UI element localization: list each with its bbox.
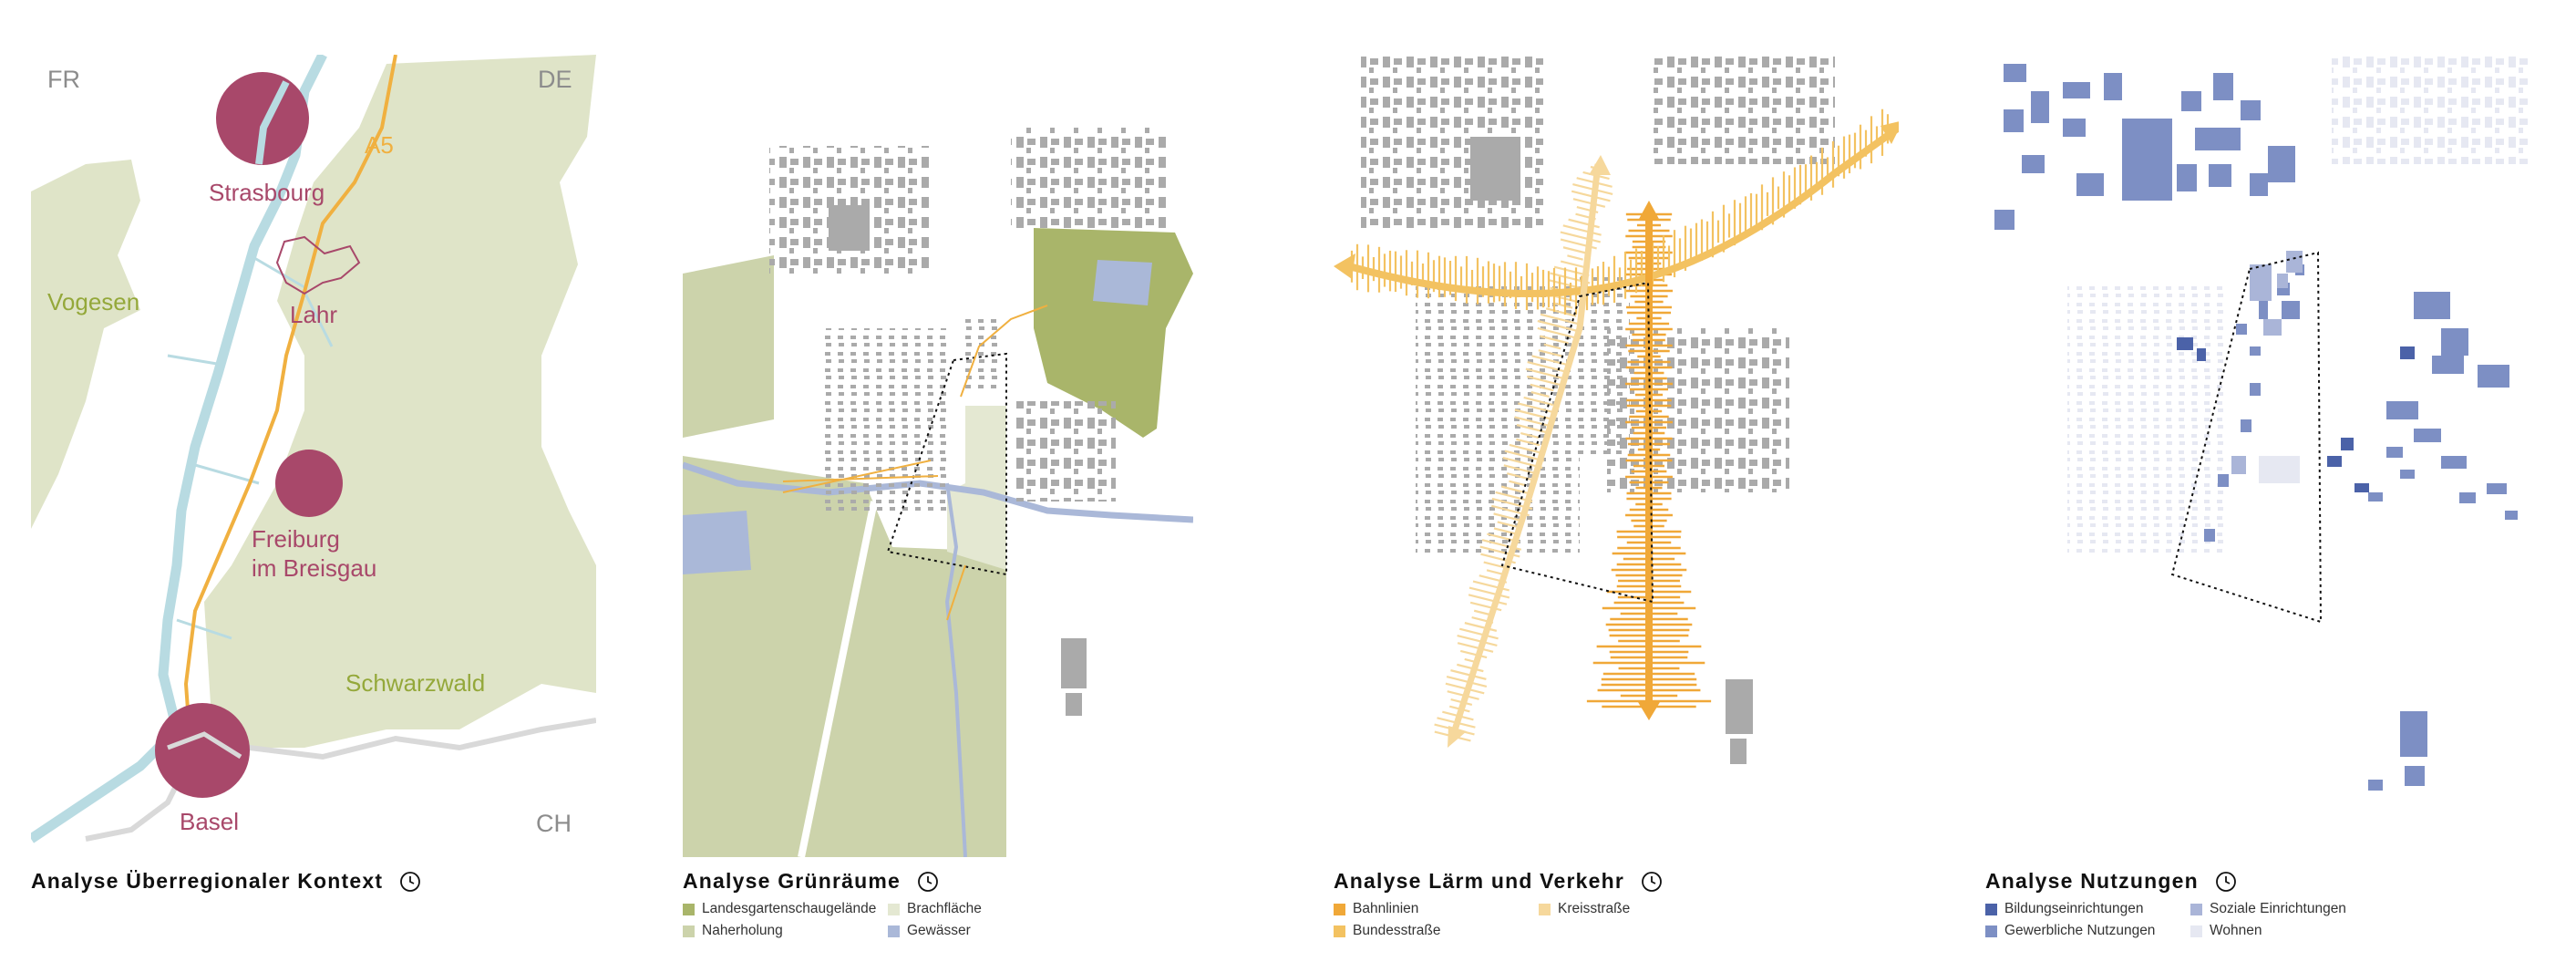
land-use-map xyxy=(1994,55,2532,791)
project-site-outline xyxy=(886,352,1007,576)
legend-swatch xyxy=(2190,903,2202,915)
strasbourg-marker xyxy=(216,72,309,165)
city-label-strasbourg: Strasbourg xyxy=(209,179,325,206)
legend-item: Gewerbliche Nutzungen xyxy=(1985,923,2190,939)
city-label-basel: Basel xyxy=(180,808,239,835)
legend-label: Brachfläche xyxy=(907,901,982,916)
social-buildings xyxy=(2231,251,2303,474)
lahr-outline xyxy=(275,235,361,295)
legend-item: Landesgartenschaugelände xyxy=(683,901,888,917)
region-label-vogesen: Vogesen xyxy=(47,288,139,315)
project-site-outline xyxy=(1500,281,1654,604)
legend-swatch xyxy=(683,925,695,937)
legend-item: Bildungseinrichtungen xyxy=(1985,901,2190,917)
regional-context-map: FR DE CH Strasbourg Lahr Freiburg im Bre… xyxy=(31,55,596,843)
clock-icon xyxy=(918,871,938,892)
highway-label-a5: A5 xyxy=(365,131,394,159)
panel-title-text: Analyse Nutzungen xyxy=(1985,869,2199,893)
legend-item: Kreisstraße xyxy=(1539,901,1721,917)
country-label-fr: FR xyxy=(47,66,80,93)
panel-title: Analyse Grünräume xyxy=(683,869,939,894)
legend: Bildungseinrichtungen Soziale Einrichtun… xyxy=(1985,901,2373,939)
region-label-schwarzwald: Schwarzwald xyxy=(345,669,485,697)
panel-title-text: Analyse Überregionaler Kontext xyxy=(31,869,384,893)
freiburg-marker xyxy=(275,450,343,517)
legend-swatch xyxy=(1539,903,1551,915)
panel-title: Analyse Lärm und Verkehr xyxy=(1334,869,1663,894)
panel-title-text: Analyse Lärm und Verkehr xyxy=(1334,869,1624,893)
city-label-lahr: Lahr xyxy=(290,301,337,328)
legend-label: Kreisstraße xyxy=(1558,901,1631,916)
legend-label: Gewässer xyxy=(907,923,971,938)
clock-icon xyxy=(2215,871,2236,892)
legend-item: Wohnen xyxy=(2190,923,2373,939)
legend-item: Gewässer xyxy=(888,923,1070,939)
legend-swatch xyxy=(1334,903,1345,915)
noise-traffic-map xyxy=(1334,55,1899,764)
legend-swatch xyxy=(1985,903,1997,915)
legend-label: Gewerbliche Nutzungen xyxy=(2004,923,2156,938)
recreation-area xyxy=(683,255,1006,857)
legend-label: Bahnlinien xyxy=(1353,901,1419,916)
brownfield-area xyxy=(947,406,1006,570)
legend-label: Soziale Einrichtungen xyxy=(2210,901,2346,916)
panel-title-text: Analyse Grünräume xyxy=(683,869,901,893)
clock-icon xyxy=(1642,871,1662,892)
green-spaces-map xyxy=(683,128,1193,857)
highway-a5 xyxy=(183,55,397,749)
legend-label: Naherholung xyxy=(702,923,783,938)
legend-item: Naherholung xyxy=(683,923,888,939)
basel-marker xyxy=(155,703,250,798)
legend-swatch xyxy=(683,903,695,915)
legend-label: Wohnen xyxy=(2210,923,2262,938)
legend-item: Soziale Einrichtungen xyxy=(2190,901,2373,917)
legend-label: Bildungseinrichtungen xyxy=(2004,901,2144,916)
city-label-freiburg-line2: im Breisgau xyxy=(252,554,376,582)
legend-label: Landesgartenschaugelände xyxy=(702,901,877,916)
legend-swatch xyxy=(888,903,900,915)
legend-swatch xyxy=(888,925,900,937)
panel-title: Analyse Überregionaler Kontext xyxy=(31,869,421,894)
country-label-ch: CH xyxy=(536,810,572,837)
legend-swatch xyxy=(1334,925,1345,937)
vogesen-region xyxy=(31,160,140,529)
project-site-outline xyxy=(2170,251,2323,624)
legend: Landesgartenschaugelände Brachfläche Nah… xyxy=(683,901,1070,939)
legend-item: Brachfläche xyxy=(888,901,1070,917)
clock-icon xyxy=(400,871,421,892)
commercial-buildings xyxy=(1994,64,2295,230)
city-label-freiburg-line1: Freiburg xyxy=(252,525,340,553)
country-label-de: DE xyxy=(538,66,572,93)
schwarzwald-region xyxy=(204,55,596,748)
panel-title: Analyse Nutzungen xyxy=(1985,869,2237,894)
legend: Bahnlinien Kreisstraße Bundesstraße xyxy=(1334,901,1721,939)
education-buildings xyxy=(2177,337,2415,492)
legend-item: Bundesstraße xyxy=(1334,923,1539,939)
legend-swatch xyxy=(2190,925,2202,937)
legend-label: Bundesstraße xyxy=(1353,923,1441,938)
legend-item: Bahnlinien xyxy=(1334,901,1539,917)
legend-swatch xyxy=(1985,925,1997,937)
garden-show-area xyxy=(1034,228,1193,438)
district-road xyxy=(1448,163,1602,740)
